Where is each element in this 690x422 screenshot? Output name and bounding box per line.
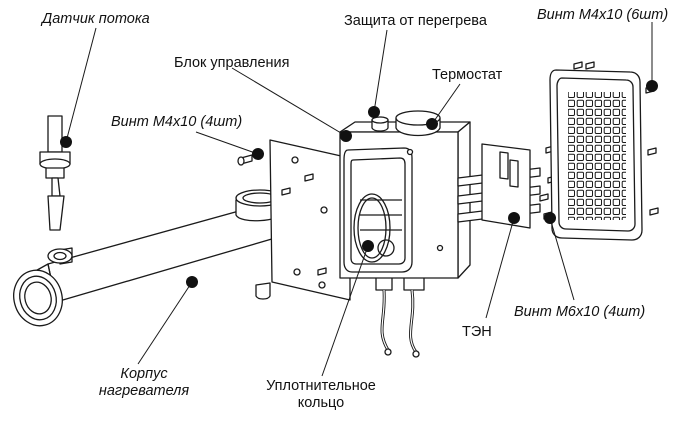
label-sealing-ring-line1: Уплотнительное: [266, 378, 376, 394]
screw-m4x10-4pcs: [237, 154, 253, 166]
grille-cover: [549, 69, 643, 241]
label-control-unit: Блок управления: [174, 55, 290, 71]
flow-sensor: [39, 115, 71, 231]
marker-screw-m6x10: [544, 212, 556, 224]
marker-screw-m4x10-4: [252, 148, 264, 160]
marker-sealing-ring: [362, 240, 374, 252]
label-sealing-ring: Уплотнительное кольцо: [246, 378, 396, 412]
label-housing-line1: Корпус: [120, 366, 168, 382]
label-housing: Корпус нагревателя: [98, 366, 190, 400]
marker-control-unit: [340, 130, 352, 142]
label-heater-element: ТЭН: [462, 324, 492, 340]
label-overheat-protection: Защита от перегрева: [344, 13, 487, 29]
label-thermostat: Термостат: [432, 67, 503, 83]
marker-heater-element: [508, 212, 520, 224]
label-screw-m4x10-4: Винт М4х10 (4шт): [111, 114, 243, 130]
label-flow-sensor: Датчик потока: [42, 11, 150, 27]
label-screw-m6x10: Винт М6х10 (4шт): [514, 304, 646, 320]
overheat-protection: [371, 116, 389, 132]
heater-element-plate: [481, 143, 531, 229]
label-housing-line2: нагревателя: [98, 383, 190, 399]
marker-screw-m4x10-6: [646, 80, 658, 92]
label-sealing-ring-line2: кольцо: [297, 395, 345, 411]
marker-thermostat: [426, 118, 438, 130]
marker-housing: [186, 276, 198, 288]
mounting-flange: [269, 139, 351, 301]
sealing-ring: [353, 193, 391, 263]
label-screw-m4x10-6: Винт М4х10 (6шт): [537, 7, 669, 23]
marker-overheat-protection: [368, 106, 380, 118]
callout-markers: [60, 80, 658, 288]
leader-lines: [65, 22, 653, 377]
marker-flow-sensor: [60, 136, 72, 148]
